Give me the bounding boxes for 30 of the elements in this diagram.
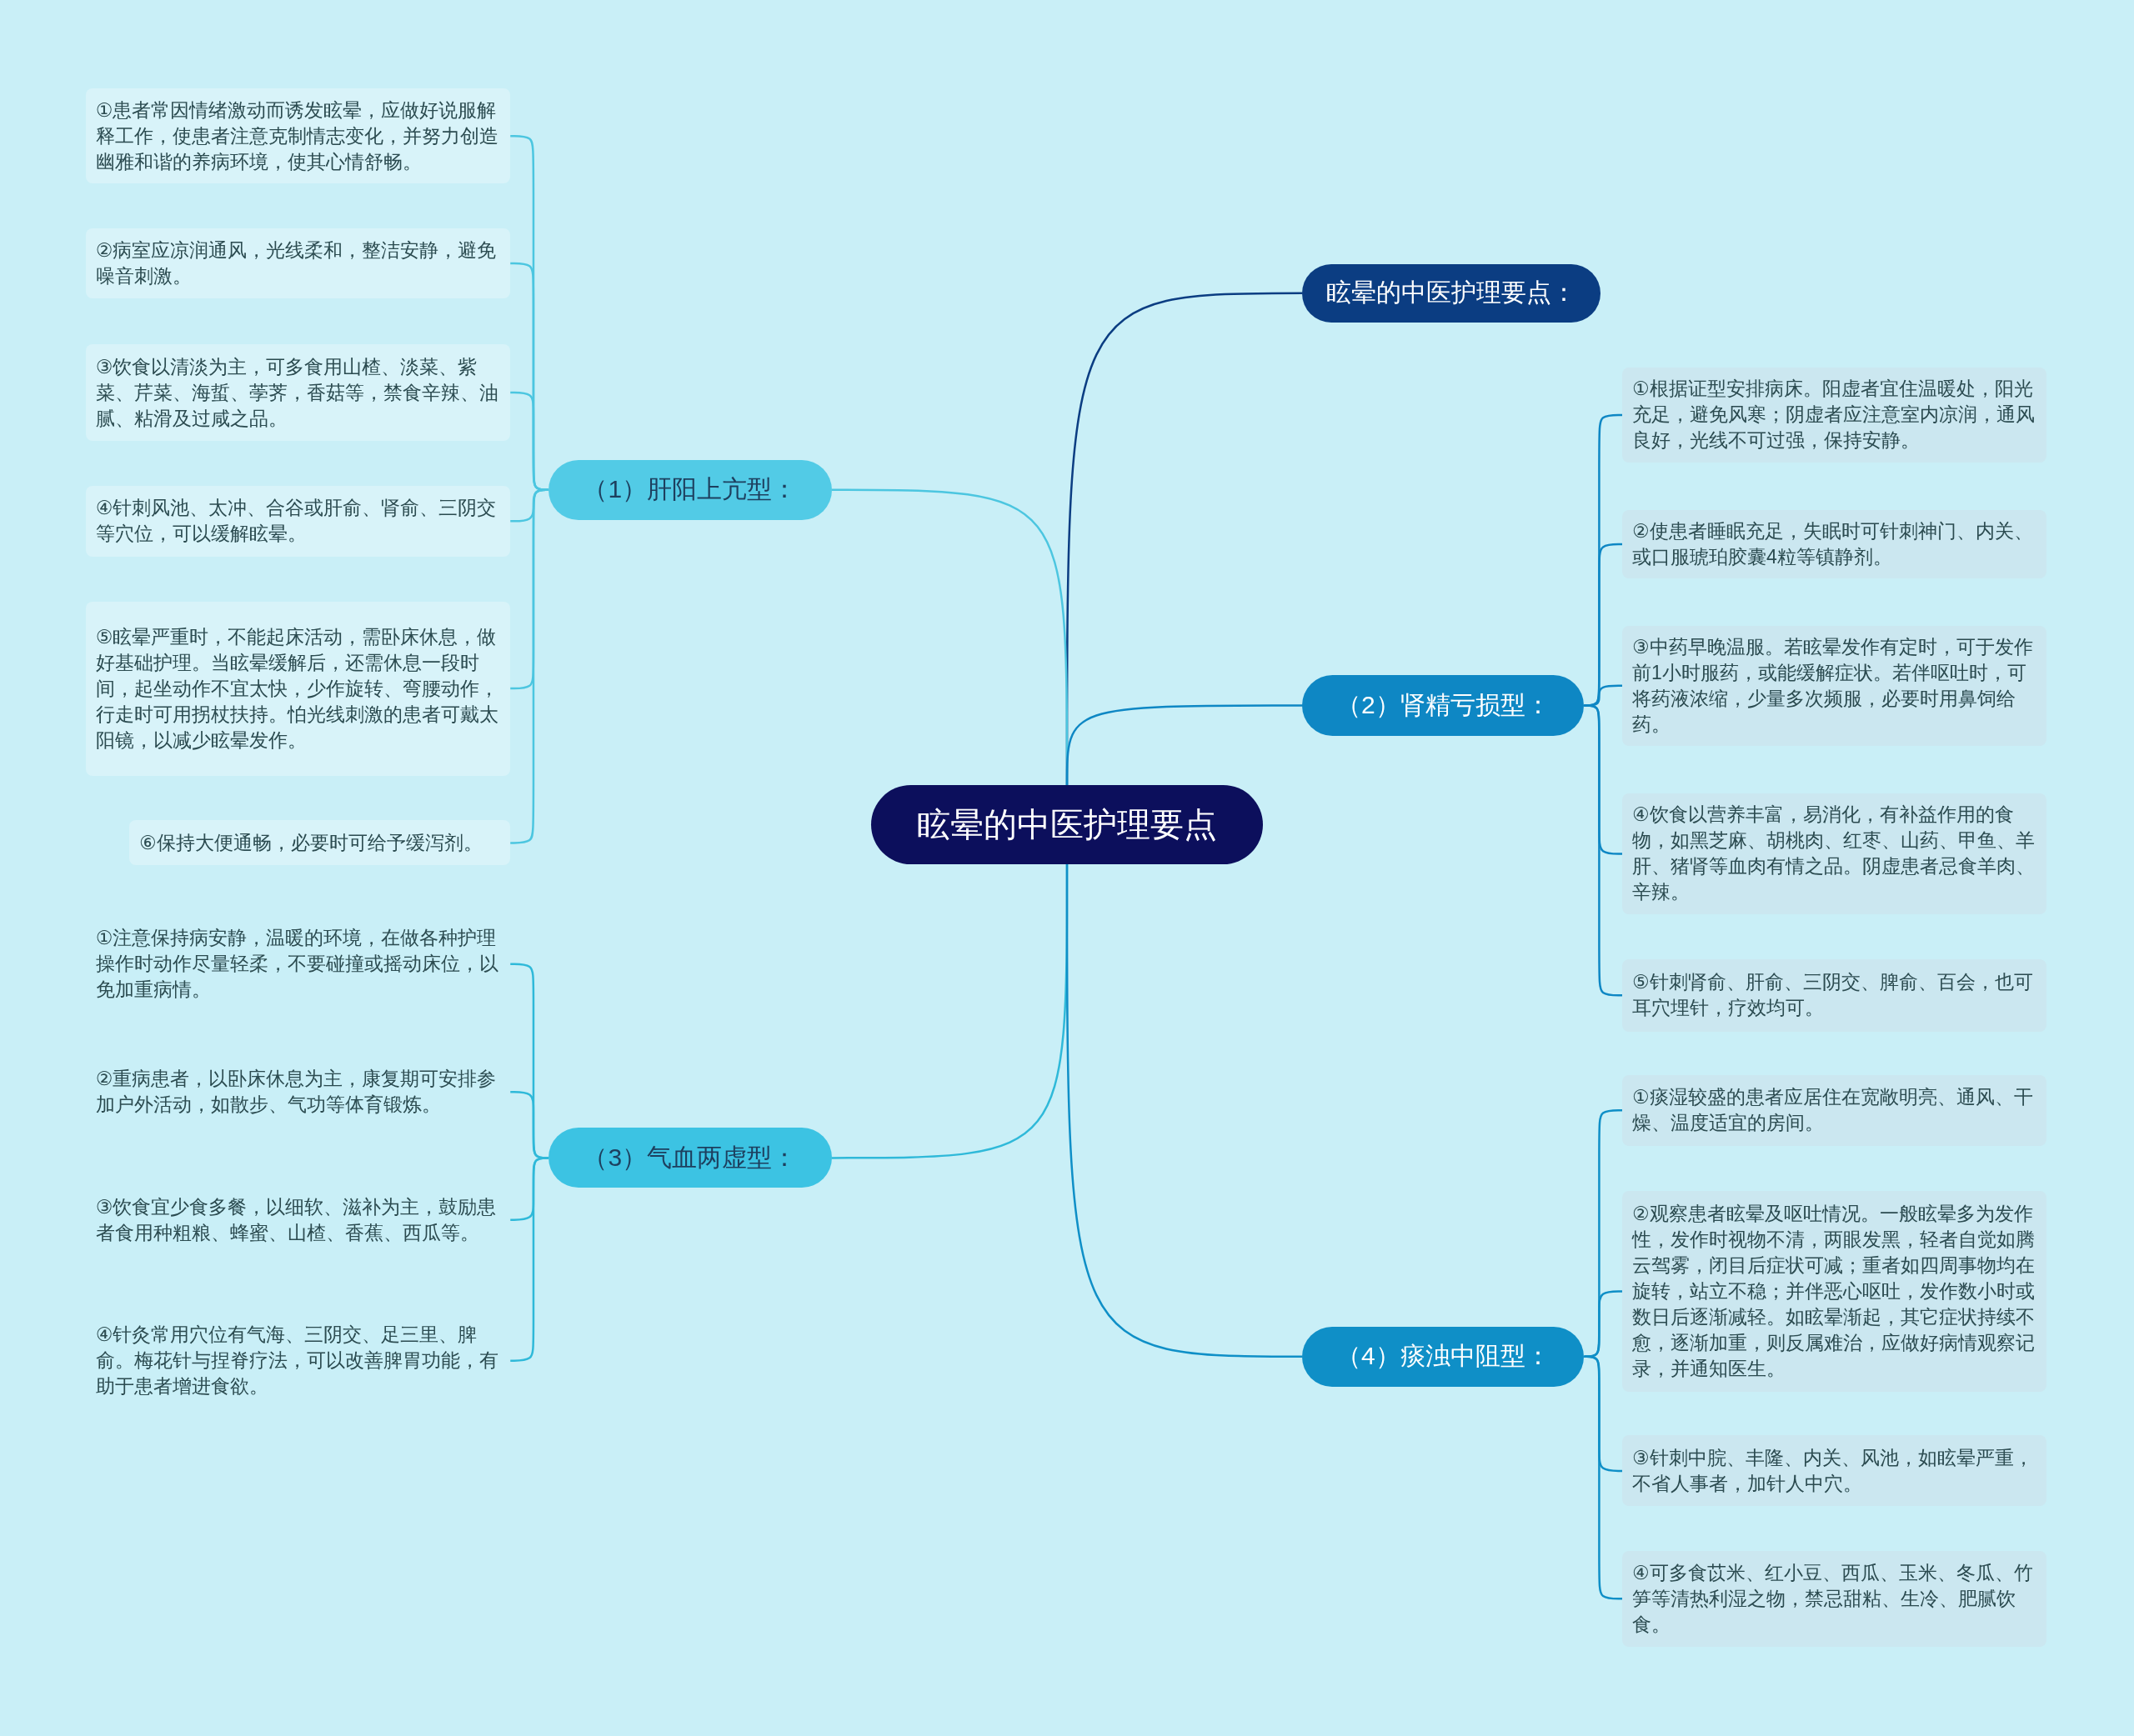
note-card: ③饮食以清淡为主，可多食用山楂、淡菜、紫菜、芹菜、海蜇、荸荠，香菇等，禁食辛辣、油腻、粘滑及过咸之品。 [85, 344, 511, 441]
note-card: ⑤眩晕严重时，不能起床活动，需卧床休息，做好基础护理。当眩晕缓解后，还需休息一段时间，起坐动作不宜太快，少作旋转、弯腰动作，行走时可用拐杖扶持。怕光线刺激的患者可戴太阳镜，以减少眩晕发作。 [85, 601, 511, 776]
note-text: ④针灸常用穴位有气海、三阴交、足三里、脾俞。梅花针与捏脊疗法，可以改善脾胃功能，有助于患者增进食欲。 [85, 1317, 511, 1404]
note-text: ①注意保持病安静，温暖的环境，在做各种护理操作时动作尽量轻柔，不要碰撞或摇动床位，以免加重病情。 [85, 918, 511, 1010]
topic-pill: （4）痰浊中阻型： [1302, 1326, 1585, 1387]
topic-pill: （3）气血两虚型： [548, 1128, 832, 1188]
topic-pill: （1）肝阳上亢型： [548, 459, 832, 520]
note-card: ⑤针刺肾俞、肝俞、三阴交、脾俞、百会，也可耳穴埋针，疗效均可。 [1622, 959, 2047, 1032]
note-text: ③饮食宜少食多餐，以细软、滋补为主，鼓励患者食用种粗粮、蜂蜜、山楂、香蕉、西瓜等。 [85, 1177, 511, 1263]
note-card: ⑥保持大便通畅，必要时可给予缓泻剂。 [129, 820, 511, 866]
note-card: ③中药早晚温服。若眩晕发作有定时，可于发作前1小时服药，或能缓解症状。若伴呕吐时，可将药液浓缩，少量多次频服，必要时用鼻饲给药。 [1622, 626, 2047, 746]
connector [1584, 1290, 1623, 1358]
connector [1584, 704, 1623, 997]
topic-pill: （2）肾精亏损型： [1302, 674, 1585, 737]
connector [1065, 704, 1303, 786]
connector [1065, 863, 1303, 1358]
note-card: ①根据证型安排病床。阳虚者宜住温暖处，阳光充足，避免风寒；阴虚者应注意室内凉润，通风良好，光线不可过强，保持安静。 [1622, 367, 2047, 463]
central-topic: 眩晕的中医护理要点 [870, 785, 1264, 864]
note-card: ①痰湿较盛的患者应居住在宽敞明亮、通风、干燥、温度适宜的房间。 [1622, 1074, 2047, 1146]
note-card: ②观察患者眩晕及呕吐情况。一般眩晕多为发作性，发作时视物不清，两眼发黑，轻者自觉如腾云驾雾，闭目后症状可减；重者如四周事物均在旋转，站立不稳；并伴恶心呕吐，发作数小时或数日后逐渐减轻。如眩晕渐起，其它症状持续不愈，逐渐加重，则反属难治，应做好病情观察记录，并通知医生。 [1622, 1190, 2047, 1393]
note-card: ②使患者睡眠充足，失眠时可针刺神门、内关、或口服琥珀胶囊4粒等镇静剂。 [1622, 510, 2047, 578]
note-card: ③针刺中脘、丰隆、内关、风池，如眩晕严重，不省人事者，加针人中穴。 [1622, 1435, 2047, 1507]
note-text: ②重病患者，以卧床休息为主，康复期可安排参加户外活动，如散步、气功等体育锻炼。 [85, 1061, 511, 1123]
connector [510, 391, 549, 491]
note-card: ①患者常因情绪激动而诱发眩晕，应做好说服解释工作，使患者注意克制情志变化，并努力创造幽雅和谐的养病环境，使其心情舒畅。 [85, 88, 511, 184]
note-card: ④针刺风池、太冲、合谷或肝俞、肾俞、三阴交等穴位，可以缓解眩晕。 [85, 485, 511, 557]
topic-pill: 眩晕的中医护理要点： [1302, 263, 1600, 323]
note-card: ②病室应凉润通风，光线柔和，整洁安静，避免噪音刺激。 [85, 228, 511, 298]
note-card: ④可多食苡米、红小豆、西瓜、玉米、冬瓜、竹笋等清热利湿之物，禁忌甜粘、生冷、肥腻饮食。 [1622, 1551, 2047, 1647]
note-card: ④饮食以营养丰富，易消化，有补益作用的食物，如黑芝麻、胡桃肉、红枣、山药、甲鱼、羊肝、猪肾等血肉有情之品。阴虚患者忌食羊肉、辛辣。 [1622, 793, 2047, 915]
